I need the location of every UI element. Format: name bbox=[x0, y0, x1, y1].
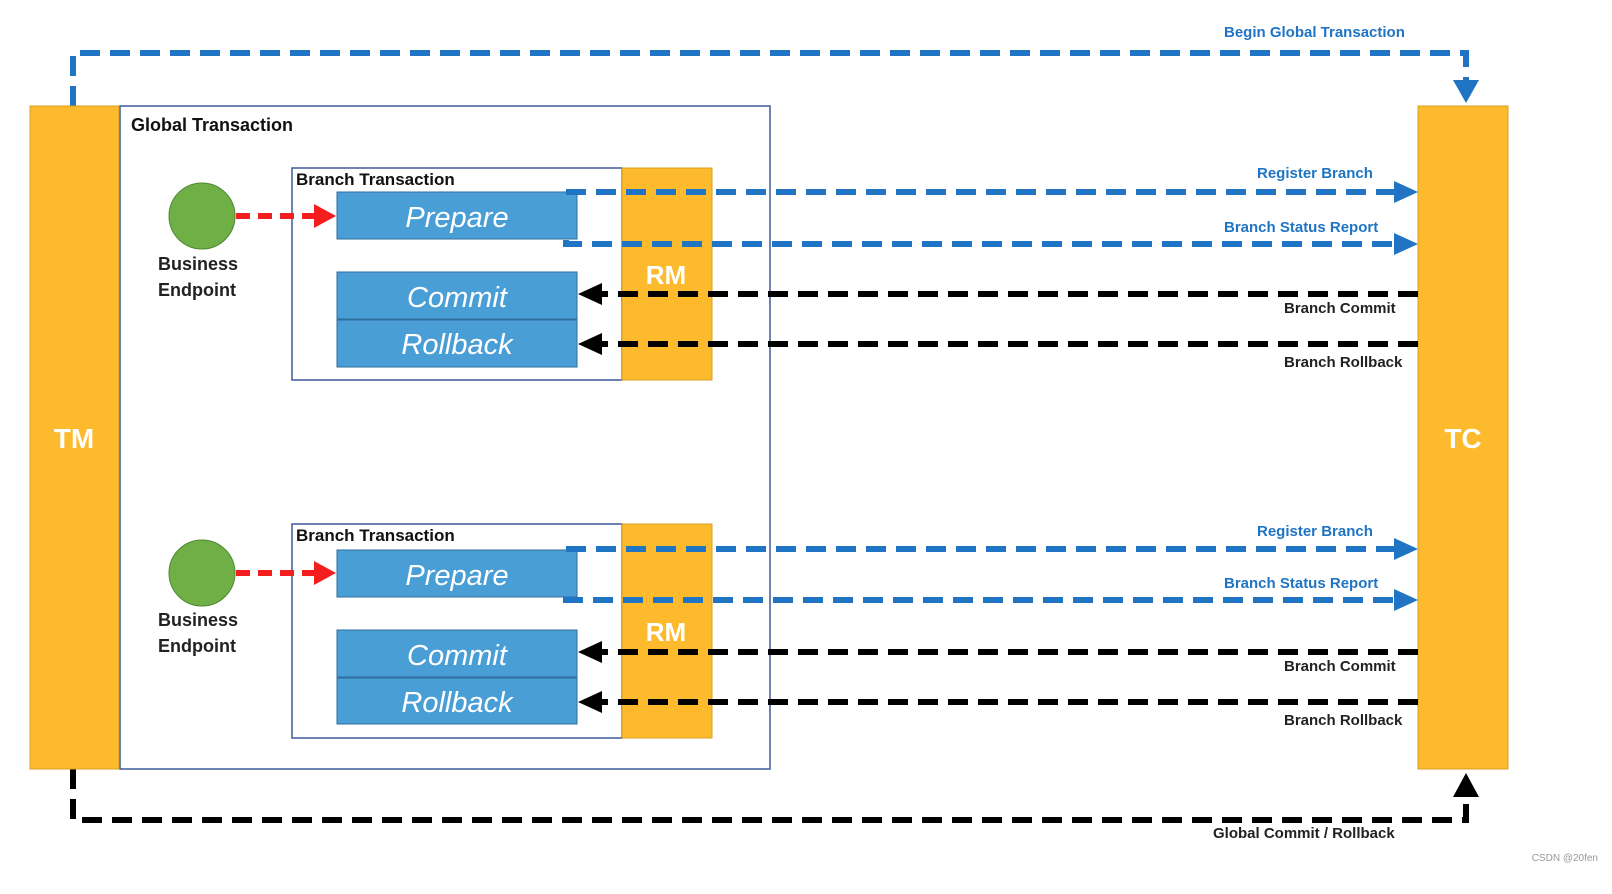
rollback-label: Rollback bbox=[401, 329, 514, 361]
watermark: CSDN @20fen bbox=[1531, 853, 1598, 864]
rollback-arrow-head bbox=[578, 333, 602, 355]
global-transaction-label: Global Transaction bbox=[131, 115, 293, 135]
branch-transaction-label: Branch Transaction bbox=[296, 170, 455, 189]
branch-transaction-label: Branch Transaction bbox=[296, 526, 455, 545]
business-endpoint-line2: Endpoint bbox=[158, 636, 236, 656]
commit-label: Commit bbox=[407, 282, 509, 314]
branch-status-report-arrow bbox=[563, 240, 1398, 247]
branch-status-report-label: Branch Status Report bbox=[1224, 575, 1378, 592]
register-arrow-head bbox=[1394, 181, 1418, 203]
register-branch-label: Register Branch bbox=[1257, 165, 1373, 182]
global-commit-rollback-label: Global Commit / Rollback bbox=[1213, 825, 1395, 842]
business-endpoint-node bbox=[168, 182, 236, 250]
register-arrow-head bbox=[1394, 538, 1418, 560]
rm-label: RM bbox=[646, 260, 686, 290]
begin-global-transaction-arrow bbox=[70, 50, 1469, 106]
status-arrow-head bbox=[1394, 589, 1418, 611]
status-arrow-head bbox=[1394, 233, 1418, 255]
branch-commit-label: Branch Commit bbox=[1284, 658, 1396, 675]
rollback-arrow-head bbox=[578, 691, 602, 713]
commit-arrow-head bbox=[578, 283, 602, 305]
global-commit-rollback-arrow bbox=[70, 769, 1469, 823]
tc-label: TC bbox=[1444, 423, 1481, 454]
commit-step bbox=[336, 629, 578, 678]
business-endpoint-node bbox=[168, 539, 236, 607]
commit-arrow-head bbox=[578, 641, 602, 663]
commit-label: Commit bbox=[407, 640, 509, 672]
rollback-step bbox=[336, 319, 578, 368]
branch-rollback-label: Branch Rollback bbox=[1284, 354, 1403, 371]
global-commit-arrow-head bbox=[1453, 773, 1479, 797]
tc-bar bbox=[1417, 105, 1509, 770]
begin-arrow-head bbox=[1453, 80, 1479, 103]
business-endpoint-line1: Business bbox=[158, 610, 238, 630]
rm-label: RM bbox=[646, 617, 686, 647]
tm-label: TM bbox=[54, 423, 94, 454]
branch-status-report-label: Branch Status Report bbox=[1224, 219, 1378, 236]
endpoint-arrow-head bbox=[314, 561, 336, 585]
branch-status-report-arrow bbox=[563, 597, 1398, 603]
prepare-step bbox=[336, 549, 578, 598]
business-endpoint-line1: Business bbox=[158, 254, 238, 274]
branch-commit-label: Branch Commit bbox=[1284, 300, 1396, 317]
rollback-step bbox=[336, 677, 578, 725]
begin-global-transaction-label: Begin Global Transaction bbox=[1224, 24, 1405, 41]
prepare-step bbox=[336, 191, 578, 240]
branch-rollback-label: Branch Rollback bbox=[1284, 712, 1403, 729]
business-endpoint-line2: Endpoint bbox=[158, 280, 236, 300]
endpoint-arrow-head bbox=[314, 204, 336, 228]
prepare-label: Prepare bbox=[405, 560, 508, 592]
tm-bar bbox=[29, 105, 120, 770]
branch-transaction-2: Branch Transaction Business Endpoint Pre… bbox=[158, 523, 1418, 739]
prepare-label: Prepare bbox=[405, 202, 508, 234]
rollback-label: Rollback bbox=[401, 687, 514, 719]
branch-transaction-1: Branch Transaction Business Endpoint Pre… bbox=[158, 165, 1418, 381]
commit-step bbox=[336, 271, 578, 320]
register-branch-label: Register Branch bbox=[1257, 523, 1373, 540]
